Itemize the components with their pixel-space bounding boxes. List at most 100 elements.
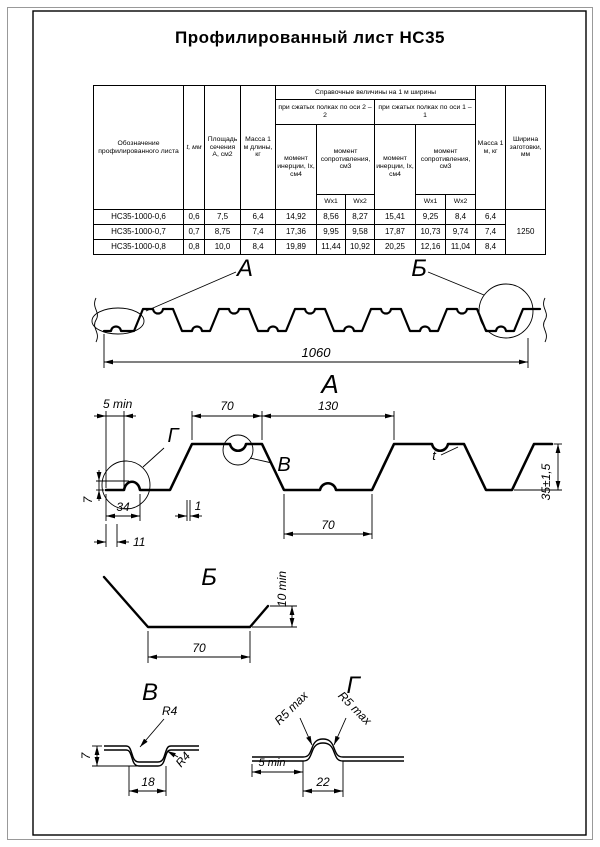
cell-r0-wx1-22: 8,56 xyxy=(316,209,346,225)
dim-label: 10 min xyxy=(275,571,289,607)
cell-r0-wx2-11: 8,4 xyxy=(444,209,477,225)
dim-label: 7 xyxy=(79,751,93,759)
sheet-frame xyxy=(7,7,593,840)
dim-label: 1 xyxy=(195,499,202,513)
section-a-drawing: Г В t 5 min 70 130 xyxy=(81,397,562,549)
outer-border xyxy=(7,7,593,840)
cell-r1-ix22: 17,36 xyxy=(275,224,317,240)
table-row: НС35-1000-0,7 0,7 8,75 7,4 17,36 9,95 9,… xyxy=(93,224,546,240)
cell-r0-area: 7,5 xyxy=(204,209,241,225)
cell-r2-ix22: 19,89 xyxy=(275,239,317,255)
cell-r0-wx2-22: 8,27 xyxy=(345,209,375,225)
th-reference: Справочные величины на 1 м ширины xyxy=(274,85,477,100)
cell-r2-wx2-22: 10,92 xyxy=(345,239,375,255)
callout-circle-b xyxy=(478,283,534,339)
dim-top-flange-70: 70 xyxy=(191,399,263,440)
leader-line xyxy=(333,717,347,746)
th-wx1-11: Wx1 xyxy=(415,194,446,210)
th-inertia-22: момент инерции, Ix, см4 xyxy=(275,124,317,210)
section-b-drawing: Б 10 min 70 xyxy=(102,564,297,663)
dim-width-22: 22 xyxy=(303,761,344,797)
inner-frame xyxy=(32,10,587,836)
sheet-outer-line xyxy=(252,738,404,758)
th-wx2-11: Wx2 xyxy=(444,194,477,210)
dim-34: 34 xyxy=(105,494,141,521)
cell-r0-designation: НС35-1000-0,6 xyxy=(93,209,184,225)
dim-edge-5min: 5 min xyxy=(251,757,304,797)
dim-label: 70 xyxy=(321,518,335,532)
radius-label: R4 xyxy=(162,704,178,718)
callout-ellipse-a xyxy=(91,307,145,335)
cell-r2-area: 10,0 xyxy=(204,239,241,255)
dim-depth-7: 7 xyxy=(79,745,138,767)
cell-r1-designation: НС35-1000-0,7 xyxy=(93,224,184,240)
cell-r0-ix11: 15,41 xyxy=(374,209,416,225)
section-a-title: А xyxy=(319,369,338,399)
sheet-outer-line xyxy=(104,745,199,763)
leader-line xyxy=(427,271,485,296)
dim-edge-5min: 5 min xyxy=(94,397,136,488)
callout-label-b: Б xyxy=(411,255,427,282)
cell-r2-wx1-22: 11,44 xyxy=(316,239,346,255)
th-wx1-22: Wx1 xyxy=(316,194,346,210)
callout-circle-g xyxy=(101,460,151,510)
dim-1060-label: 1060 xyxy=(302,345,332,360)
overview-profile-drawing: А Б 1060 А xyxy=(91,255,547,399)
cell-r1-ix11: 17,87 xyxy=(374,224,416,240)
detail-g-drawing: Г R5 max R5 max 5 min 22 xyxy=(251,672,404,797)
cell-r1-mass: 7,4 xyxy=(475,224,507,240)
cell-r0-mass: 6,4 xyxy=(475,209,507,225)
detail-v-drawing: В R4 R4 7 18 xyxy=(79,679,199,796)
dim-bottom-flange-70: 70 xyxy=(283,494,373,539)
dim-label: 5 min xyxy=(259,757,286,769)
th-thickness: t, мм xyxy=(183,85,205,210)
cell-r2-mass: 8,4 xyxy=(475,239,507,255)
dim-label: 7 xyxy=(81,495,95,503)
th-designation: Обозначение профилированного листа xyxy=(93,85,184,210)
th-inertia-11: момент инерции, Ix, см4 xyxy=(374,124,416,210)
table-row: НС35-1000-0,8 0,8 10,0 8,4 19,89 11,44 1… xyxy=(93,239,546,255)
spec-table: Обозначение профилированного листа t, мм… xyxy=(93,85,547,255)
th-mass: Масса 1 м, кг xyxy=(475,85,507,210)
leader-line xyxy=(142,447,165,468)
th-resistance-11: момент сопротивления, см3 xyxy=(414,124,477,195)
dim-height-35: 35±1,5 xyxy=(514,443,562,500)
callout-label-a: А xyxy=(235,255,253,282)
cell-r1-mass-length: 7,4 xyxy=(240,224,276,240)
leader-line xyxy=(166,750,179,758)
th-resistance-22: момент сопротивления, см3 xyxy=(316,124,375,195)
dim-label: 34 xyxy=(116,500,130,514)
th-mass-length: Масса 1 м длины, кг xyxy=(240,85,276,210)
leader-line xyxy=(145,271,237,312)
drawing-title: Профилированный лист НС35 xyxy=(175,28,445,47)
cell-r2-ix11: 20,25 xyxy=(374,239,416,255)
cell-r1-wx2-11: 9,74 xyxy=(444,224,477,240)
th-axis11: при сжатых полках по оси 1 – 1 xyxy=(373,99,477,125)
dim-label: 5 min xyxy=(103,397,133,411)
cell-r2-designation: НС35-1000-0,8 xyxy=(93,239,184,255)
thickness-label: t xyxy=(432,448,437,463)
detail-v-title: В xyxy=(142,679,158,706)
cell-r2-wx2-11: 11,04 xyxy=(444,239,477,255)
dim-label: 22 xyxy=(315,775,330,789)
th-area: Площадь сечения А, см2 xyxy=(204,85,241,210)
dim-7: 7 xyxy=(81,470,129,503)
cell-r1-area: 8,75 xyxy=(204,224,241,240)
dim-label: 18 xyxy=(141,775,155,789)
detail-v-callout: В xyxy=(277,454,290,476)
dim-11: 11 xyxy=(94,524,145,549)
detail-g-title: Г xyxy=(346,672,361,699)
leader-line xyxy=(299,717,313,746)
table-row: НС35-1000-0,6 0,6 7,5 6,4 14,92 8,56 8,2… xyxy=(93,209,547,255)
detail-g-callout: Г xyxy=(168,425,181,447)
dim-flange-70: 70 xyxy=(147,631,251,663)
dim-label: 130 xyxy=(318,399,338,413)
radius-label: R4 xyxy=(173,749,194,770)
leader-line xyxy=(139,718,165,748)
cell-r0-ix22: 14,92 xyxy=(275,209,317,225)
profile-outline xyxy=(102,307,542,333)
cell-r2-t: 0,8 xyxy=(183,239,205,255)
cell-r1-wx1-11: 10,73 xyxy=(415,224,446,240)
